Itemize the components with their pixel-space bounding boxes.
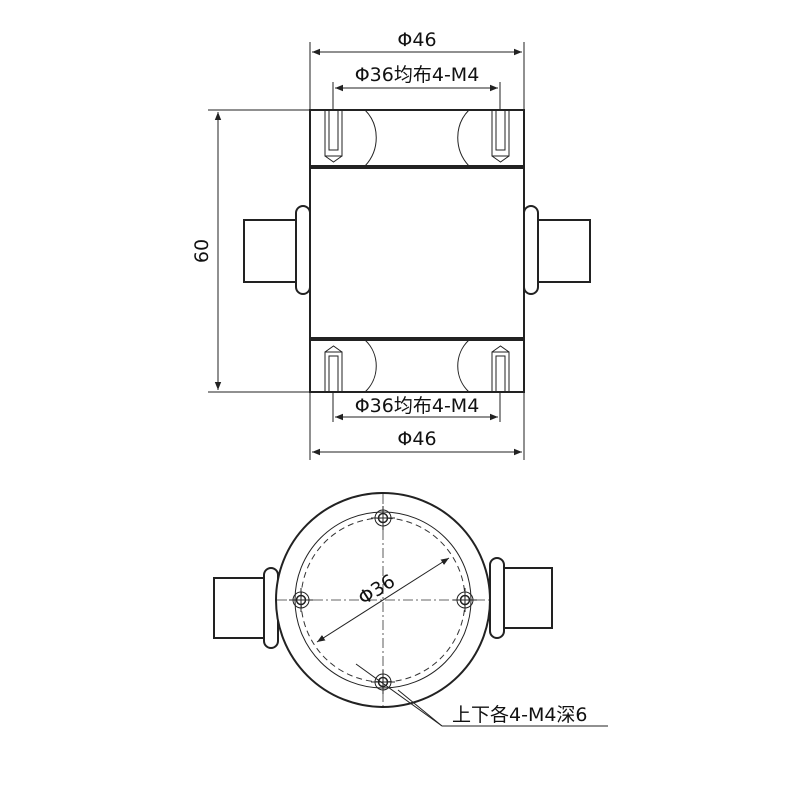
tapped-hole-bottom bbox=[371, 670, 395, 694]
top-bolt-circle-dimension: Φ36均布4-M4 bbox=[332, 64, 501, 110]
top-outer-dia-dimension: Φ46 bbox=[309, 29, 525, 110]
bottom-left-thread-hole bbox=[324, 345, 343, 393]
right-boss bbox=[489, 557, 553, 639]
top-flange bbox=[309, 109, 525, 167]
thread-note-label: 上下各4-M4深6 bbox=[452, 704, 588, 726]
top-outer-dia-label: Φ46 bbox=[397, 29, 436, 51]
left-boss bbox=[213, 567, 279, 649]
thread-note-leader: 上下各4-M4深6 bbox=[355, 663, 608, 727]
height-label: 60 bbox=[191, 239, 213, 263]
bottom-bolt-circle-label: Φ36均布4-M4 bbox=[355, 395, 480, 417]
tapped-hole-top bbox=[371, 506, 395, 530]
top-view: Φ36 上下各4-M4深6 bbox=[213, 492, 608, 727]
tapped-hole-left bbox=[289, 588, 313, 612]
bottom-flange bbox=[309, 339, 525, 393]
bottom-outer-dia-dimension: Φ46 bbox=[309, 392, 525, 460]
bottom-right-thread-hole bbox=[491, 345, 510, 393]
bottom-outer-dia-label: Φ46 bbox=[397, 428, 436, 450]
central-body bbox=[243, 167, 591, 339]
top-left-thread-hole bbox=[324, 109, 343, 163]
front-view: Φ46 Φ36均布4-M4 60 Φ36均布4-M4 Φ bbox=[191, 29, 591, 460]
top-bolt-circle-label: Φ36均布4-M4 bbox=[355, 64, 480, 86]
top-right-thread-hole bbox=[491, 109, 510, 163]
height-dimension: 60 bbox=[191, 109, 310, 393]
tapped-hole-right bbox=[453, 588, 477, 612]
bottom-bolt-circle-dimension: Φ36均布4-M4 bbox=[332, 392, 501, 422]
